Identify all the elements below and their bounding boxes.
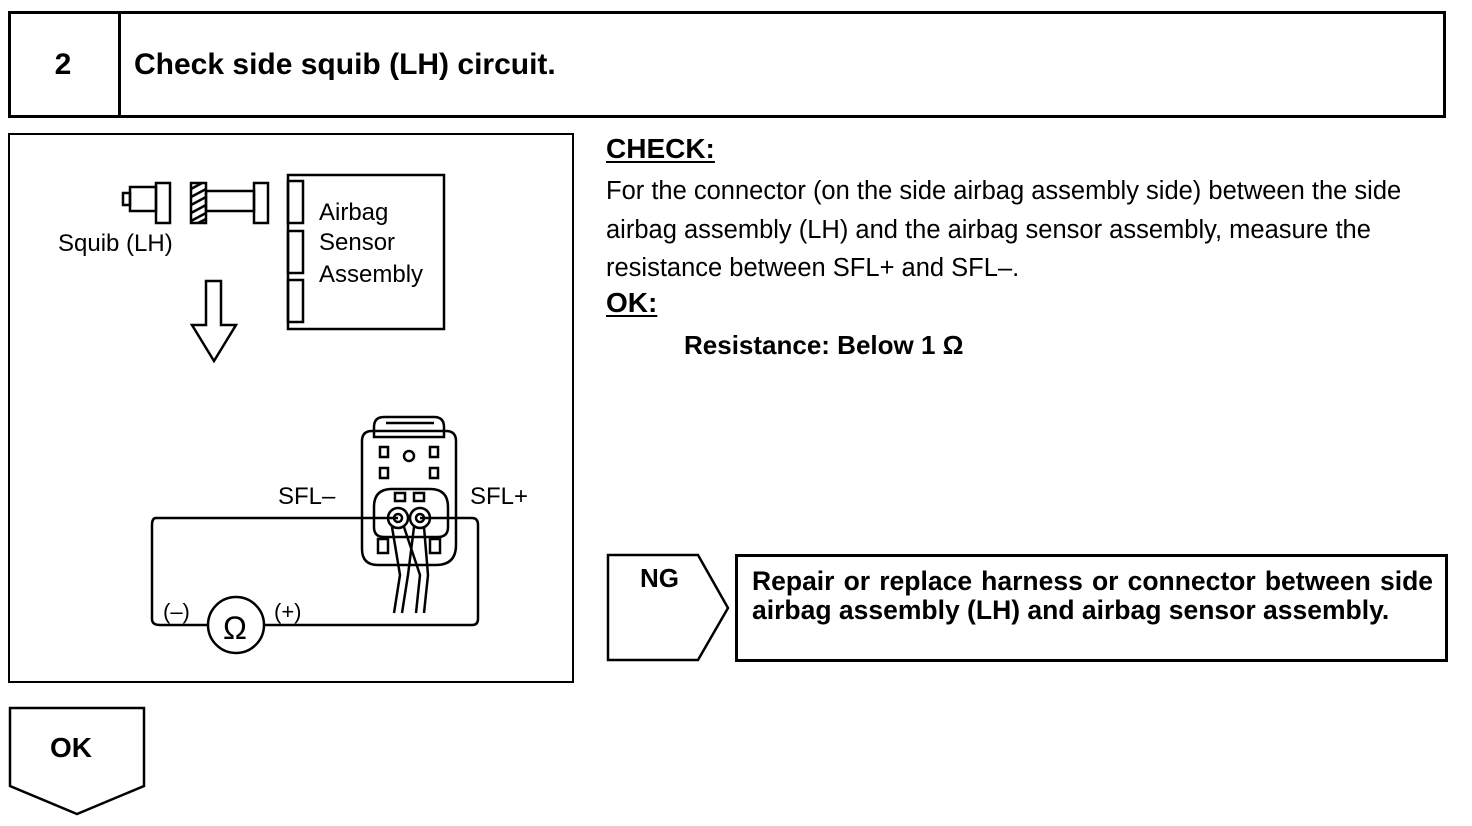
squib-connector-icon <box>121 181 172 225</box>
resistance-spec: Resistance: Below 1 Ω <box>684 330 964 360</box>
ohmmeter-icon <box>206 595 266 655</box>
check-instructions: For the connector (on the side airbag as… <box>606 177 1402 282</box>
squib-label: Squib (LH) <box>58 230 173 257</box>
check-heading: CHECK: <box>606 133 715 164</box>
wiring-diagram: Squib (LH) Airbag Sensor Assembly SFL– S… <box>8 133 574 683</box>
meter-plus-label: (+) <box>274 599 302 624</box>
connector-icon <box>360 415 458 614</box>
sensor-label-line1: Airbag <box>319 199 389 226</box>
sensor-label-line3: Assembly <box>319 261 424 288</box>
terminal-sfl-plus-label: SFL+ <box>470 483 529 510</box>
sensor-label-line2: Sensor <box>319 229 396 256</box>
ok-arrow-icon <box>8 706 146 816</box>
terminal-sfl-minus-label: SFL– <box>278 483 336 510</box>
step-title: Check side squib (LH) circuit. <box>134 47 556 81</box>
diagram-illustration <box>121 173 480 655</box>
ok-heading: OK: <box>606 287 658 318</box>
step-number: 2 <box>8 11 121 118</box>
down-arrow-icon <box>189 279 239 364</box>
mating-connector-icon <box>189 181 270 225</box>
step-header <box>8 11 1446 118</box>
airbag-sensor-assembly-icon <box>286 173 446 331</box>
ok-label: OK <box>50 732 92 763</box>
ohm-symbol: Ω <box>223 610 247 646</box>
ng-arrow-icon <box>606 553 730 662</box>
ng-label: NG <box>640 563 679 593</box>
ng-action-box: Repair or replace harness or connector b… <box>735 554 1448 662</box>
meter-minus-label: (–) <box>163 599 190 624</box>
